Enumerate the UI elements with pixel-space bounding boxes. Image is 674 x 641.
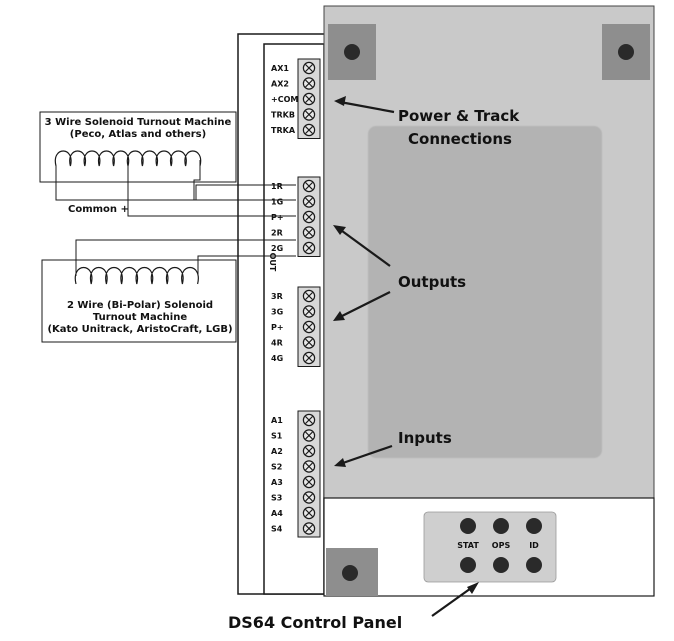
turnout-3wire-brands: (Peco, Atlas and others) (70, 129, 206, 140)
power-pin-label-ax1-0: AX1 (271, 64, 289, 73)
power-pin-label-trkb-3: TRKB (271, 111, 295, 120)
turnout-2wire: 2 Wire (Bi-Polar) Solenoid Turnout Machi… (41, 259, 237, 343)
output-pin-label-1g-1: 1G (271, 198, 283, 207)
callout-outputs-text: Outputs (398, 273, 466, 291)
turnout-2wire-subtitle: Turnout Machine (93, 312, 187, 323)
callout-power-line2: Connections (408, 130, 512, 148)
bottom-left-mount-pad (326, 548, 378, 596)
screw-terminal-icon[interactable] (302, 195, 316, 208)
output-pin-label-3g-1: 3G (271, 308, 283, 317)
callout-power: Power & Track Connections (334, 96, 520, 148)
input-pin-label-s3-5: S3 (271, 494, 282, 503)
screw-terminal-icon[interactable] (302, 305, 316, 318)
output-pin-label-1r-0: 1R (271, 182, 283, 191)
input-pin-label-s2-3: S2 (271, 463, 282, 472)
screw-terminal-icon[interactable] (302, 429, 316, 442)
output-pin-label-4r-3: 4R (271, 339, 283, 348)
screw-terminal-icon[interactable] (302, 77, 316, 90)
wire-common (127, 166, 296, 217)
button-stat[interactable] (460, 557, 476, 573)
top-left-mount-pad (328, 24, 376, 80)
turnout-2wire-brands: (Kato Unitrack, AristoCraft, LGB) (47, 324, 232, 335)
screw-terminal-icon[interactable] (302, 336, 316, 349)
callout-power-line1: Power & Track (398, 107, 520, 125)
button-id[interactable] (526, 557, 542, 573)
screw-terminal-icon[interactable] (302, 92, 316, 106)
screw-terminal-icon[interactable] (302, 491, 316, 504)
screw-terminal-icon[interactable] (302, 210, 316, 224)
led-label-ops: OPS (492, 541, 511, 550)
wire-2r (75, 239, 296, 276)
input-pin-label-a3-4: A3 (271, 478, 283, 487)
output-terminal-block-1: 1R 1G P+ 2R 2G (271, 176, 321, 257)
screw-terminal-icon[interactable] (302, 460, 316, 473)
solenoid-coil-2wire (74, 267, 199, 285)
button-ops[interactable] (493, 557, 509, 573)
screw-terminal-icon[interactable] (302, 289, 316, 303)
led-label-id: ID (529, 541, 539, 550)
led-id-icon (526, 518, 542, 534)
screw-terminal-icon[interactable] (302, 475, 316, 489)
output-terminal-block-2: 3R 3G P+ 4R 4G (271, 286, 321, 367)
screw-terminal-icon[interactable] (302, 226, 316, 239)
led-label-stat: STAT (457, 541, 479, 550)
top-right-mount-pad (602, 24, 650, 80)
power-pin-label-pluscom-2: +COM (271, 95, 298, 104)
output-pin-label-2r-3: 2R (271, 229, 283, 238)
turnout-3wire: 3 Wire Solenoid Turnout Machine (Peco, A… (39, 111, 237, 183)
screw-terminal-icon[interactable] (302, 123, 316, 137)
power-pin-label-trka-4: TRKA (271, 126, 296, 135)
led-stat-icon (460, 518, 476, 534)
screw-terminal-icon[interactable] (302, 444, 316, 458)
wire-1g (193, 160, 296, 201)
callout-inputs: Inputs (334, 429, 452, 467)
led-ops-icon (493, 518, 509, 534)
inner-panel (368, 126, 602, 458)
input-pin-label-a1-0: A1 (271, 416, 283, 425)
led-panel (423, 511, 557, 583)
turnout-2wire-title: 2 Wire (Bi-Polar) Solenoid (67, 300, 213, 311)
input-pin-label-s4-7: S4 (271, 525, 283, 534)
control-panel-title: DS64 Control Panel (228, 613, 402, 632)
output-pin-label-pplus-2: P+ (271, 323, 284, 332)
led-group: STAT OPS ID (457, 518, 542, 573)
screw-terminal-icon[interactable] (302, 108, 316, 121)
screw-terminal-icon[interactable] (302, 320, 316, 334)
screw-terminal-icon[interactable] (302, 506, 316, 520)
callout-outputs: Outputs (333, 225, 466, 321)
screw-terminal-icon[interactable] (302, 522, 316, 535)
wire-2g (197, 255, 296, 276)
callout-control-panel: DS64 Control Panel (228, 582, 479, 632)
screw-terminal-icon[interactable] (302, 61, 316, 75)
input-pin-label-a2-2: A2 (271, 447, 283, 456)
output-pin-label-pplus-2: P+ (271, 213, 284, 222)
input-pin-label-s1-1: S1 (271, 432, 283, 441)
screw-terminal-icon[interactable] (302, 241, 316, 255)
screw-terminal-icon[interactable] (302, 413, 316, 427)
output-pin-label-2g-4: 2G (271, 244, 283, 253)
turnout-3wire-title: 3 Wire Solenoid Turnout Machine (45, 117, 232, 128)
common-plus-label: Common + (68, 204, 129, 215)
screw-terminal-icon[interactable] (302, 179, 316, 193)
callout-inputs-text: Inputs (398, 429, 452, 447)
out-label: OUT (268, 253, 277, 272)
wiring (55, 160, 296, 276)
output-pin-label-4g-4: 4G (271, 354, 283, 363)
power-pin-label-ax2-1: AX2 (271, 80, 289, 89)
input-pin-label-a4-6: A4 (271, 509, 283, 518)
screw-terminal-icon[interactable] (302, 351, 316, 365)
output-pin-label-3r-0: 3R (271, 292, 283, 301)
